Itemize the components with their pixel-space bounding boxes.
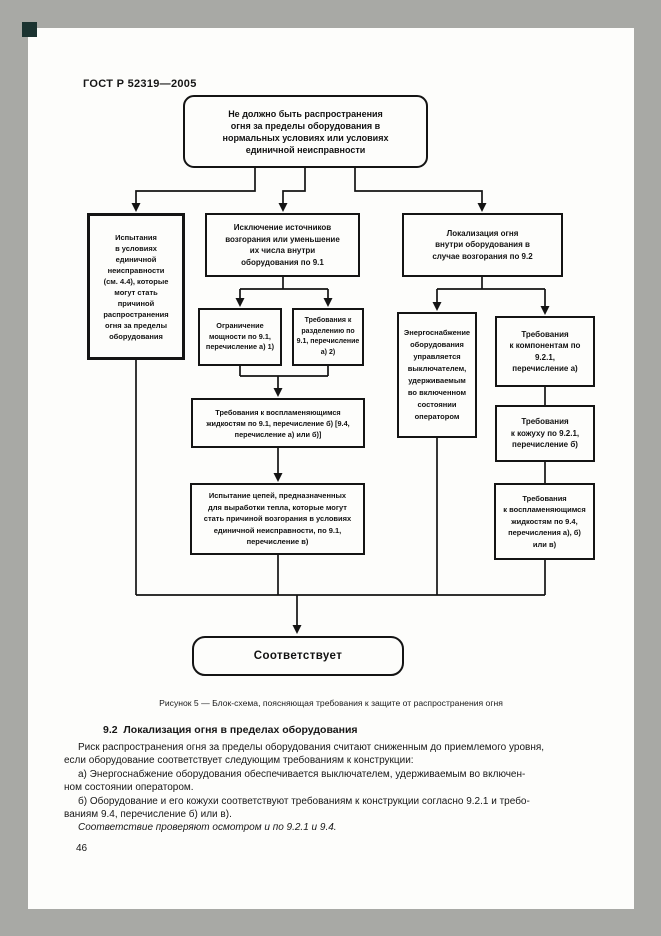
arrow-down-icon <box>432 302 442 311</box>
body-text: Риск распространения огня за пределы обо… <box>64 741 609 835</box>
arrow-down-icon <box>235 298 245 307</box>
arrow-down-icon <box>323 298 333 307</box>
flowchart-box-component-requirements: Требования к компонентам по 9.2.1, переч… <box>495 316 595 387</box>
arrow-down-icon <box>273 473 283 482</box>
flowchart-box-heat-circuit-tests: Испытание цепей, предназначенных для выр… <box>190 483 365 555</box>
section-heading: 9.2 Локализация огня в пределах оборудов… <box>103 724 358 736</box>
flowchart-box-fire-localization: Локализация огня внутри оборудования в с… <box>402 213 563 277</box>
scan-corner-artifact <box>22 22 37 37</box>
doc-standard-number: ГОСТ Р 52319—2005 <box>83 78 197 90</box>
flowchart-box-enclosure-requirements: Требования к кожуху по 9.2.1, перечислен… <box>495 405 595 462</box>
paragraph-compliance-check: Соответствие проверяют осмотром и по 9.2… <box>78 822 337 834</box>
flowchart-box-flammable-liquids-9-4: Требования к воспламеняющимся жидкостям … <box>494 483 595 560</box>
flowchart-box-separation-requirements: Требования к разделению по 9.1, перечисл… <box>292 308 364 366</box>
paragraph-item-a: а) Энергоснабжение оборудования обеспечи… <box>64 768 526 794</box>
flowchart-box-ignition-sources: Исключение источников возгорания или уме… <box>205 213 360 277</box>
flowchart-box-no-fire-spread: Не должно быть распространения огня за п… <box>183 95 428 168</box>
flowchart-box-operator-held-switch: Энергоснабжение оборудования управляется… <box>397 312 477 438</box>
flowchart-box-flammable-liquids-9-1: Требования к воспламеняющимся жидкостям … <box>191 398 365 448</box>
arrow-down-icon <box>540 306 550 315</box>
page-number: 46 <box>76 843 88 854</box>
flowchart-box-power-limit: Ограничение мощности по 9.1, перечислени… <box>198 308 282 366</box>
figure-caption: Рисунок 5 — Блок-схема, поясняющая требо… <box>159 698 503 708</box>
paragraph-risk-reduced: Риск распространения огня за пределы обо… <box>64 742 545 767</box>
flowchart-figure-5: Не должно быть распространения огня за п… <box>28 28 634 728</box>
document-page: ГОСТ Р 52319—2005 <box>28 28 634 909</box>
arrow-down-icon <box>131 203 141 212</box>
flowchart-box-single-fault-tests: Испытания в условиях единичной неисправн… <box>87 213 185 360</box>
arrow-down-icon <box>278 203 288 212</box>
paragraph-item-b: б) Оборудование и его кожухи соответству… <box>64 795 530 821</box>
arrow-down-icon <box>292 625 302 634</box>
arrow-down-icon <box>477 203 487 212</box>
arrow-down-icon <box>273 388 283 397</box>
flowchart-connectors <box>131 168 550 634</box>
flowchart-box-complies: Соответствует <box>192 636 404 676</box>
